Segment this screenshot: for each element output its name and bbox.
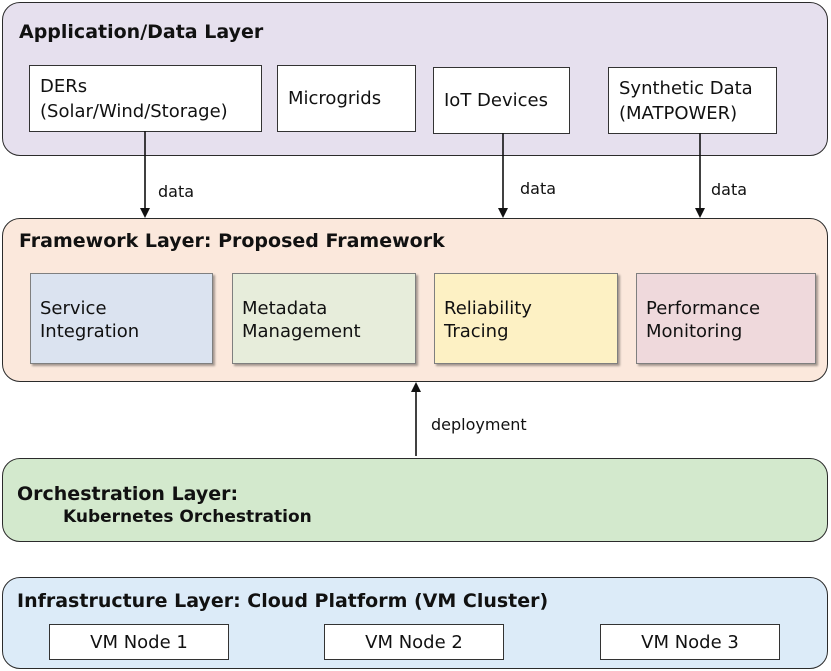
edge-label-deployment: deployment [431, 415, 527, 434]
edge-label-synthetic-data: data [711, 180, 748, 199]
iot-devices-node: IoT Devices [433, 67, 570, 134]
vm-node-1: VM Node 1 [49, 624, 229, 660]
synthetic-data-node-label: Synthetic Data (MATPOWER) [619, 77, 753, 124]
microgrids-node: Microgrids [277, 65, 416, 132]
ders-node-label: DERs (Solar/Wind/Storage) [40, 75, 228, 122]
vm-node-2: VM Node 2 [324, 624, 504, 660]
edge-label-iot-data: data [520, 179, 557, 198]
framework-layer: Framework Layer: Proposed Framework Serv… [2, 218, 828, 382]
framework-layer-title: Framework Layer: Proposed Framework [19, 230, 445, 252]
vm-node-1-label: VM Node 1 [90, 631, 188, 653]
metadata-management-label: Metadata Management [242, 298, 361, 342]
infrastructure-layer: Infrastructure Layer: Cloud Platform (VM… [2, 577, 828, 669]
ders-node: DERs (Solar/Wind/Storage) [29, 65, 262, 132]
reliability-tracing-label: Reliability Tracing [444, 298, 532, 342]
reliability-tracing-component: Reliability Tracing [434, 273, 618, 364]
vm-node-3: VM Node 3 [600, 624, 780, 660]
infrastructure-layer-title: Infrastructure Layer: Cloud Platform (VM… [17, 590, 549, 612]
service-integration-component: Service Integration [30, 273, 213, 364]
application-data-layer: Application/Data Layer DERs (Solar/Wind/… [2, 2, 828, 156]
microgrids-node-label: Microgrids [288, 88, 382, 109]
vm-node-2-label: VM Node 2 [365, 631, 463, 653]
orchestration-layer-title: Orchestration Layer: [17, 483, 239, 505]
performance-monitoring-label: Performance Monitoring [646, 298, 761, 342]
metadata-management-component: Metadata Management [232, 273, 416, 364]
orchestration-layer-subtitle: Kubernetes Orchestration [63, 507, 312, 527]
vm-node-3-label: VM Node 3 [641, 631, 739, 653]
service-integration-label: Service Integration [40, 298, 140, 342]
performance-monitoring-component: Performance Monitoring [636, 273, 816, 364]
synthetic-data-node: Synthetic Data (MATPOWER) [608, 67, 777, 134]
application-layer-title: Application/Data Layer [19, 21, 264, 43]
iot-devices-node-label: IoT Devices [444, 90, 548, 111]
edge-label-ders-data: data [158, 182, 195, 201]
orchestration-layer: Orchestration Layer: Kubernetes Orchestr… [2, 458, 828, 542]
